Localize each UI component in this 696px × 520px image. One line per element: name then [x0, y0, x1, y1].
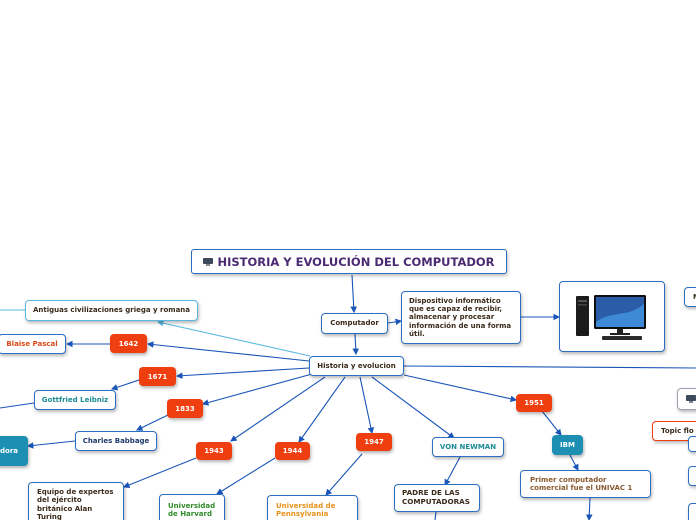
- node-babbage[interactable]: Charles Babbage: [75, 431, 157, 451]
- computer-icon: [686, 395, 696, 403]
- link-computador-definicion: [387, 318, 403, 326]
- link-babbage-left: [26, 440, 76, 449]
- node-harvard[interactable]: Universidad de Harvard: [159, 494, 225, 520]
- computer-icon: [203, 257, 214, 266]
- link-historia-1833: [201, 373, 313, 406]
- link-vonnewman-padre: [444, 456, 461, 486]
- link-1671-leibniz: [110, 379, 140, 391]
- link-1944-harvard: [216, 457, 276, 495]
- desktop-computer-icon: [576, 294, 646, 340]
- node-right-computer[interactable]: [677, 388, 696, 410]
- main-title-text: HISTORIA Y EVOLUCIÓN DEL COMPUTADOR: [217, 254, 495, 269]
- node-right-stub-3[interactable]: [688, 503, 696, 520]
- node-definicion[interactable]: Dispositivo informático que es capaz de …: [401, 291, 521, 344]
- link-historia-1944: [298, 376, 346, 443]
- node-primer[interactable]: Primer computador comercial fue el UNIVA…: [520, 470, 651, 498]
- node-padre[interactable]: PADRE DE LAS COMPUTADORAS: [394, 484, 480, 512]
- badge-1671[interactable]: 1671: [139, 367, 176, 386]
- node-computer-image[interactable]: [559, 281, 665, 352]
- link-1947-penn: [325, 453, 363, 496]
- badge-1944[interactable]: 1944: [275, 442, 310, 460]
- badge-1943[interactable]: 1943: [196, 442, 232, 460]
- link-padre-down: [434, 511, 437, 520]
- link-primer-down: [585, 497, 593, 520]
- link-1951-ibm: [541, 410, 562, 436]
- node-von-newman[interactable]: VON NEWMAN: [432, 437, 504, 457]
- link-historia-right: [403, 365, 696, 369]
- node-penn[interactable]: Universidad de Pennsylvania: [267, 495, 358, 520]
- link-historia-vonnewman: [371, 376, 455, 439]
- main-title[interactable]: HISTORIA Y EVOLUCIÓN DEL COMPUTADOR: [191, 249, 507, 274]
- node-ibm[interactable]: IBM: [552, 435, 583, 455]
- node-calculadora[interactable]: dora: [0, 436, 28, 466]
- link-historia-1943: [230, 376, 326, 442]
- link-ibm-primer: [569, 454, 579, 471]
- node-computador[interactable]: Computador: [321, 313, 388, 334]
- node-antiguas[interactable]: Antiguas civilizaciones griega y romana: [25, 300, 198, 321]
- node-leibniz[interactable]: Gottfried Leibniz: [34, 390, 116, 410]
- badge-1947[interactable]: 1947: [356, 433, 392, 451]
- badge-1833[interactable]: 1833: [167, 399, 203, 418]
- node-pascal[interactable]: Blaise Pascal: [0, 334, 66, 354]
- link-historia-1951: [403, 374, 518, 403]
- badge-1951[interactable]: 1951: [516, 394, 552, 412]
- node-right-stub-1[interactable]: [688, 436, 696, 452]
- link-historia-1642: [146, 341, 310, 362]
- node-equipo[interactable]: Equipo de expertos del ejército británic…: [28, 482, 124, 520]
- link-historia-antiguas: [156, 319, 311, 357]
- badge-1642[interactable]: 1642: [110, 334, 147, 353]
- node-right-m[interactable]: M: [684, 287, 696, 307]
- node-topic-flo[interactable]: Topic flo: [652, 421, 696, 441]
- link-1833-babbage: [136, 414, 169, 431]
- link-computador-historia: [352, 333, 360, 356]
- link-leibniz-left: [0, 402, 35, 409]
- node-historia[interactable]: Historia y evolucion: [309, 356, 404, 376]
- link-historia-1671: [175, 367, 310, 379]
- link-1943-equipo: [122, 457, 197, 489]
- node-right-stub-2[interactable]: [688, 466, 696, 486]
- link-title-computador: [350, 274, 357, 314]
- link-historia-1947: [359, 376, 375, 435]
